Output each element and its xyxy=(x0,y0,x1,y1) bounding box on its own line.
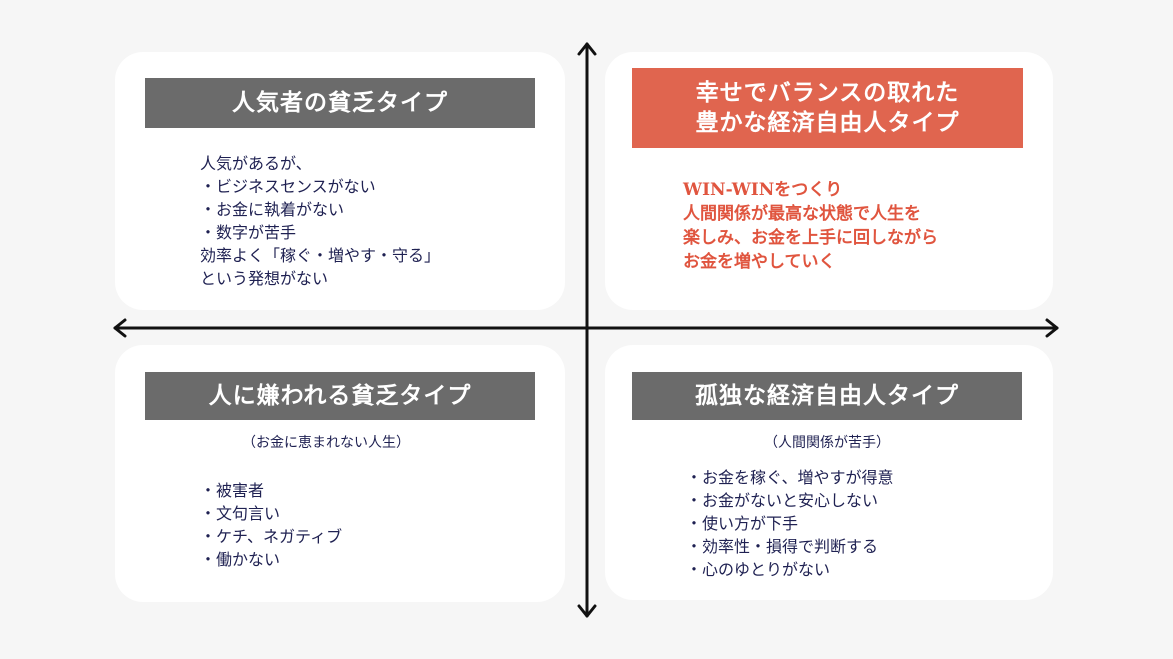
text-line: 効率よく「稼ぐ・増やす・守る」 xyxy=(200,246,441,265)
text-line: 人気があるが、 xyxy=(200,154,312,173)
text-line: 楽しみ、お金を上手に回しながら xyxy=(683,228,938,248)
bottom-right-title: 孤独な経済自由人タイプ xyxy=(632,372,1022,420)
title-line: 幸せでバランスの取れた xyxy=(695,79,960,106)
text-line: ・被害者 xyxy=(200,481,265,500)
text-line: ・効率性・損得で判断する xyxy=(686,537,879,556)
text-line: ・お金がないと安心しない xyxy=(686,491,879,510)
arrow-left-icon xyxy=(113,318,127,338)
bottom-right-subtitle: （人間関係が苦手） xyxy=(764,435,890,451)
title-line: 豊かな経済自由人タイプ xyxy=(695,109,960,136)
text-line: ・数字が苦手 xyxy=(200,223,297,242)
text-line: WIN-WINをつくり xyxy=(683,180,843,200)
text-line: ・ケチ、ネガティブ xyxy=(200,527,343,546)
arrow-down-icon xyxy=(577,604,597,618)
text-line: ・お金を稼ぐ、増やすが得意 xyxy=(686,468,894,487)
text-line: ・心のゆとりがない xyxy=(686,560,831,579)
top-right-title: 幸せでバランスの取れた豊かな経済自由人タイプ xyxy=(632,68,1023,148)
top-left-title: 人気者の貧乏タイプ xyxy=(145,78,535,128)
text-line: 人間関係が最高な状態で人生を xyxy=(683,204,921,224)
top-left-body: 人気があるが、・ビジネスセンスがない・お金に執着がない・数字が苦手効率よく「稼ぐ… xyxy=(200,152,440,290)
arrow-right-icon xyxy=(1045,318,1059,338)
title-text: 人に嫌われる貧乏タイプ xyxy=(208,382,472,409)
bottom-left-body: ・被害者・文句言い・ケチ、ネガティブ・働かない xyxy=(200,479,342,571)
top-right-body: WIN-WINをつくり人間関係が最高な状態で人生を楽しみ、お金を上手に回しながら… xyxy=(683,178,938,274)
bottom-left-title: 人に嫌われる貧乏タイプ xyxy=(145,372,535,420)
arrow-up-icon xyxy=(577,42,597,56)
text-line: ・文句言い xyxy=(200,504,281,523)
text-line: ・ビジネスセンスがない xyxy=(200,177,376,196)
text-line: という発想がない xyxy=(200,269,329,288)
text-line: ・使い方が下手 xyxy=(686,514,799,533)
text-line: ・働かない xyxy=(200,550,281,569)
bottom-left-subtitle: （お金に恵まれない人生） xyxy=(242,435,410,451)
title-text: 孤独な経済自由人タイプ xyxy=(695,382,959,409)
text-line: ・お金に執着がない xyxy=(200,200,345,219)
bottom-right-body: ・お金を稼ぐ、増やすが得意・お金がないと安心しない・使い方が下手・効率性・損得で… xyxy=(686,466,894,581)
title-text: 人気者の貧乏タイプ xyxy=(232,89,448,116)
text-line: お金を増やしていく xyxy=(683,252,836,272)
